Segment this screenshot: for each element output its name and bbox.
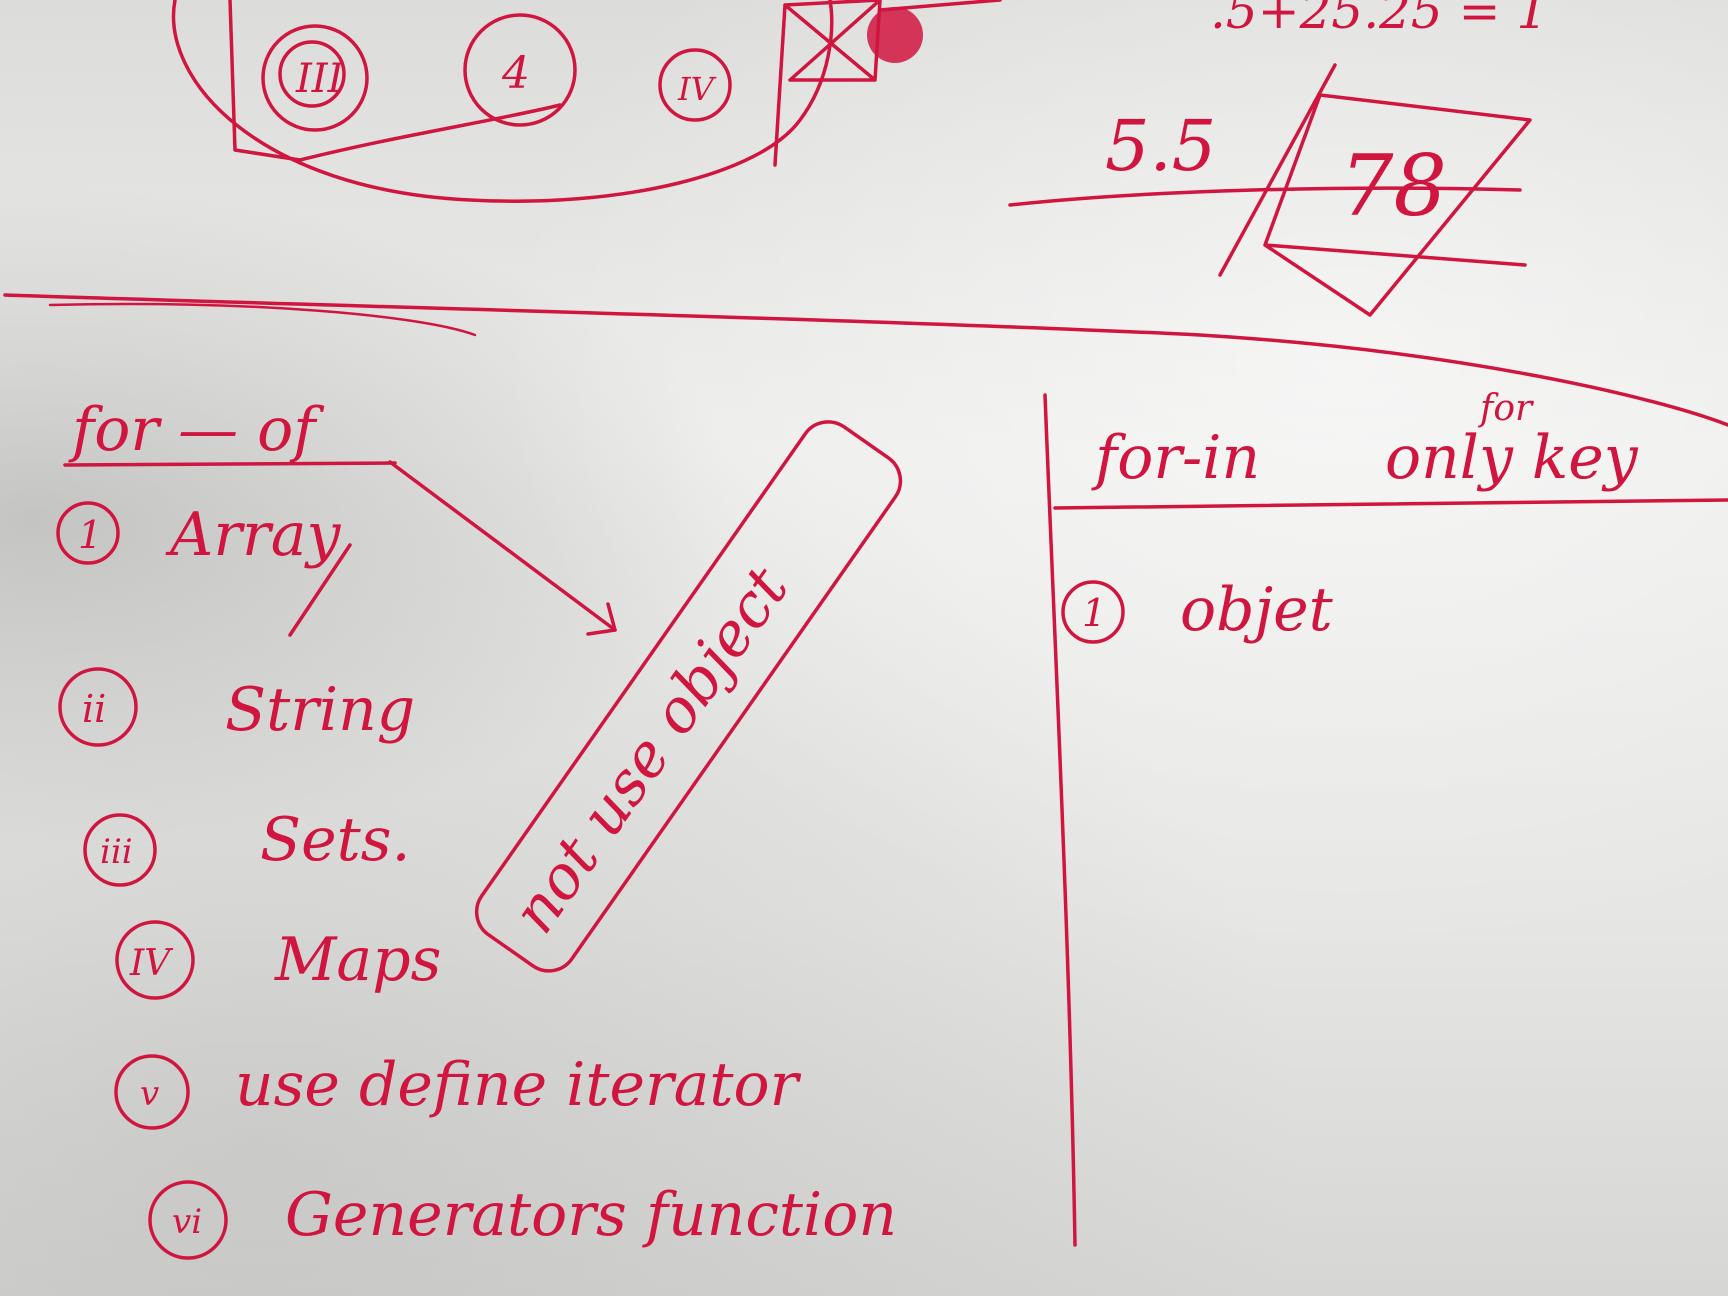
for-in-underline: [1053, 498, 1728, 510]
for-of-section: for — of 1 Array ii String iii Sets. IV …: [56, 395, 897, 1260]
list-item-label: String: [225, 675, 415, 745]
list-marker: [56, 501, 120, 565]
arrow-line: [388, 460, 617, 632]
underline-decimal: [1008, 186, 1522, 207]
top-sketch: III 4 IV .5+25.25 = 1 5.5 78: [171, 0, 1548, 317]
arrow-head: [586, 602, 617, 636]
note-box-text: not use object: [499, 554, 803, 946]
list-marker: [83, 813, 157, 887]
sketch-x-box: [773, 0, 882, 167]
list-marker-label: v: [140, 1074, 159, 1114]
decimal-value: 5.5: [1105, 105, 1216, 187]
list-marker: [115, 920, 195, 1000]
list-marker-label: 1: [78, 513, 102, 557]
for-in-section: for-in only key for 1 objet: [1053, 388, 1728, 645]
ink-blot: [867, 7, 923, 63]
circle-marker-3: [658, 48, 732, 122]
list-marker: [114, 1054, 190, 1130]
list-marker-label: vi: [172, 1202, 202, 1242]
circle-label-2: 4: [501, 48, 530, 99]
horizontal-divider: [3, 293, 1728, 427]
top-right-expression: .5+25.25 = 1: [1210, 0, 1548, 40]
circle-marker-1-inner: [278, 40, 346, 108]
circle-marker-2: [463, 13, 577, 127]
for-of-heading: for — of: [68, 395, 325, 465]
list-item-label: Array: [165, 500, 341, 570]
note-box: not use object: [474, 420, 903, 973]
list-marker-label: 1: [1082, 591, 1106, 635]
circle-label-3: IV: [677, 70, 717, 108]
array-stroke: [288, 543, 352, 637]
ellipse-arc: [171, 0, 834, 203]
sketch-line: [878, 0, 1002, 12]
list-marker: [1061, 580, 1125, 644]
boxed-number: 78: [1340, 137, 1447, 235]
for-in-heading-insert: for: [1477, 388, 1534, 429]
list-marker-label: ii: [82, 687, 106, 731]
circle-marker-1: [261, 24, 369, 132]
vertical-divider: [1043, 393, 1077, 1247]
list-marker: [58, 667, 138, 747]
box-sketch: [1218, 63, 1532, 317]
for-in-heading: for-in: [1091, 423, 1260, 493]
circle-label-1: III: [295, 56, 345, 102]
for-in-heading-note: only key: [1385, 423, 1639, 493]
list-marker: [148, 1180, 228, 1260]
list-item-label: Sets.: [260, 805, 411, 875]
list-item-label: Maps: [274, 925, 441, 995]
list-marker-label: iii: [100, 832, 133, 872]
sketch-rect: [228, 0, 562, 162]
list-item-label: use define iterator: [235, 1050, 802, 1120]
note-box-outline: [474, 420, 903, 973]
list-item-label: objet: [1180, 575, 1334, 645]
divider-echo: [48, 302, 477, 337]
list-marker-label: IV: [129, 943, 174, 984]
for-of-underline: [63, 461, 397, 467]
list-item-label: Generators function: [285, 1180, 897, 1250]
